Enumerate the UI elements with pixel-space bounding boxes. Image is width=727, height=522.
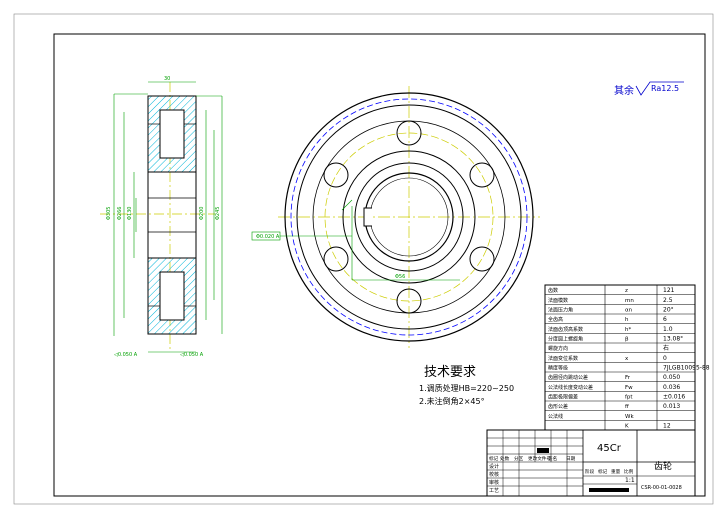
svg-text:Φ200: Φ200	[199, 207, 205, 220]
title-row-label: 处数	[500, 455, 510, 462]
param-name: 公法线	[548, 413, 563, 420]
svg-text:Φ130: Φ130	[127, 207, 133, 220]
title-side-label: 设计	[489, 463, 499, 470]
param-value: 0.013	[663, 403, 680, 410]
title-row-label: 更改文件号	[528, 455, 551, 462]
param-value: 7JLGB10095-88	[663, 365, 710, 372]
param-symbol: h*	[625, 327, 631, 333]
front-view: Φ0.020 A Φ56	[251, 86, 540, 348]
inner-frame	[53, 33, 706, 497]
stage-label: 阶段	[585, 468, 595, 475]
stage-label: 标记	[598, 468, 608, 475]
param-name: 分度圆上螺旋角	[548, 336, 583, 343]
param-value: 2.5	[663, 297, 673, 304]
param-symbol: Wk	[625, 414, 634, 420]
roughness-label: 其余	[614, 84, 634, 97]
param-symbol: h	[625, 317, 629, 323]
side-section-view: Φ305 Φ266 Φ130 Φ200 Φ245 30 ◁0.050 A ◁0.…	[100, 76, 223, 358]
title-side-label: 工艺	[489, 488, 499, 494]
title-row-label: 签名	[548, 455, 557, 462]
param-value: ±0.016	[663, 394, 685, 401]
param-symbol: z	[625, 288, 628, 294]
title-side-label: 校核	[489, 471, 499, 478]
param-name: 法面压力角	[548, 307, 573, 314]
param-value: 0	[663, 355, 667, 362]
svg-text:◁0.050 A: ◁0.050 A	[114, 352, 138, 358]
param-value: 0.050	[663, 374, 680, 381]
stage-label: 比例	[624, 468, 634, 475]
param-symbol: αn	[625, 308, 633, 314]
param-value: 121	[663, 287, 675, 294]
param-symbol: mn	[625, 298, 634, 304]
svg-text:Φ245: Φ245	[215, 207, 221, 220]
roughness-symbol-icon	[635, 81, 684, 96]
tech-note-2: 2.未注倒角2×45°	[419, 396, 485, 406]
outer-frame	[13, 13, 714, 505]
svg-text:Φ56: Φ56	[395, 274, 405, 280]
material: 45Cr	[597, 443, 622, 454]
param-name: 法面变位系数	[548, 355, 578, 362]
param-name: 螺旋方向	[548, 345, 568, 352]
param-symbol: ff	[625, 404, 629, 410]
scale-value: 1:1	[625, 477, 635, 484]
param-name: 法面齿顶高系数	[548, 326, 583, 333]
param-name: 齿数	[548, 287, 558, 294]
svg-text:Φ0.020 A: Φ0.020 A	[256, 234, 280, 240]
tech-note-1: 1.调质处理HB=220~250	[419, 383, 514, 393]
param-name: 公法线长度变动公差	[548, 384, 593, 391]
svg-text:Φ305: Φ305	[106, 207, 112, 220]
param-value: 1.0	[663, 326, 673, 333]
title-side-label: 审核	[489, 479, 499, 486]
title-row-label: 标记	[489, 455, 499, 462]
param-name: 全齿高	[548, 316, 563, 323]
title-row-label: 分区	[514, 455, 524, 462]
svg-text:◁0.050 A: ◁0.050 A	[180, 352, 204, 358]
param-symbol: K	[625, 424, 629, 430]
param-name: 法面模数	[548, 297, 568, 304]
param-symbol: Fw	[625, 385, 633, 391]
param-symbol: Fr	[625, 375, 631, 381]
param-symbol: x	[625, 356, 629, 362]
stage-label: 重量	[611, 468, 621, 475]
param-value: 右	[663, 344, 669, 352]
param-symbol: β	[625, 337, 629, 343]
param-value: 20°	[663, 307, 674, 314]
drawing-number: CSR-00-01-0028	[641, 485, 682, 491]
param-name: 齿形公差	[548, 403, 568, 410]
title-row-label: 日期	[566, 456, 576, 462]
param-value: 12	[663, 423, 671, 430]
param-value: 0.036	[663, 384, 680, 391]
roughness-value: Ra12.5	[651, 84, 679, 93]
param-value: 6	[663, 316, 667, 323]
param-name: 齿距极限偏差	[548, 394, 578, 401]
tech-title: 技术要求	[424, 365, 476, 380]
svg-text:Φ266: Φ266	[117, 207, 123, 220]
part-name: 齿轮	[654, 460, 672, 472]
svg-text:30: 30	[164, 76, 170, 82]
param-name: 齿圈径向跳动公差	[548, 374, 588, 381]
param-value: 13.08°	[663, 336, 683, 343]
param-symbol: fpt	[625, 395, 633, 401]
title-block: 标记处数分区更改文件号签名日期 设计校核审核工艺 阶段标记重量比例 1:1 45…	[486, 429, 696, 497]
params-table: 齿数 z 121 法面模数 mn 2.5 法面压力角 αn 20° 全齿高 h 6 法面齿顶高系数 h* 1…	[544, 284, 710, 431]
param-name: 精度等级	[548, 365, 568, 372]
